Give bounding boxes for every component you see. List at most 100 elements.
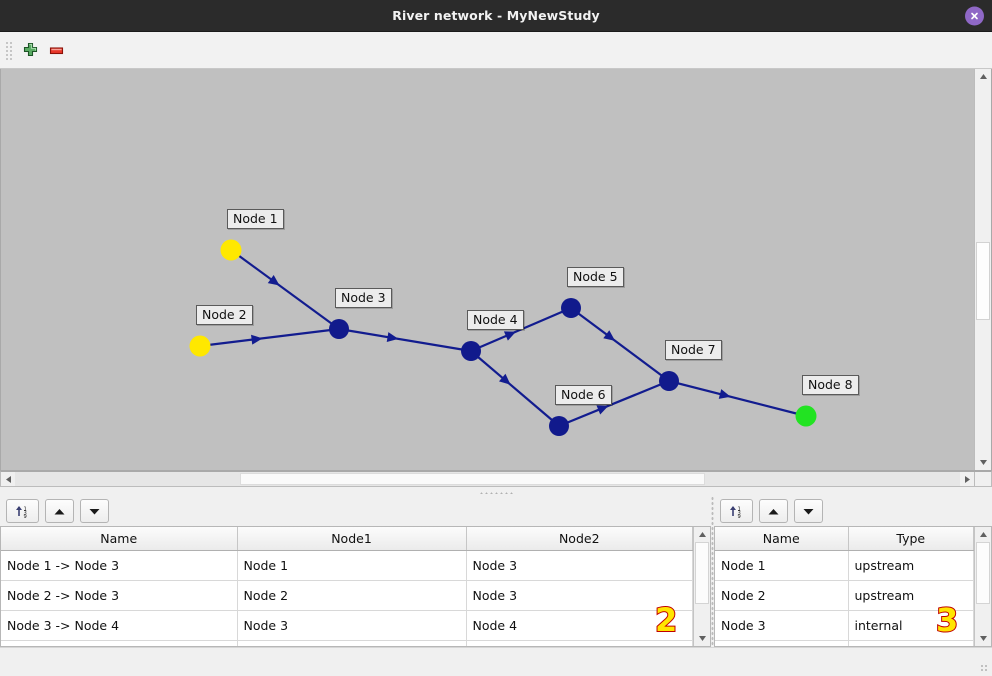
graph-edge[interactable]	[570, 307, 670, 382]
graph-edge-arrow-icon	[603, 330, 616, 341]
table-cell[interactable]: Node 3	[466, 550, 693, 581]
arrow-up-icon[interactable]	[45, 499, 74, 523]
table-cell[interactable]: Node 2	[715, 580, 849, 611]
graph-vscroll-track[interactable]	[975, 84, 991, 455]
scroll-down-icon[interactable]	[975, 455, 991, 470]
table-cell[interactable]: Node 3 -> Node 4	[1, 610, 238, 641]
graph-horizontal-scrollbar[interactable]	[0, 471, 992, 487]
toolbar-drag-handle[interactable]	[4, 40, 13, 60]
graph-vscroll-thumb[interactable]	[976, 242, 990, 320]
vertical-splitter[interactable]	[711, 496, 714, 647]
graph-node-node1[interactable]	[220, 239, 242, 261]
table-cell[interactable]: Node 5	[466, 640, 693, 646]
graph-node-label-node5[interactable]: Node 5	[567, 267, 624, 287]
graph-edge[interactable]	[230, 249, 340, 330]
arrow-down-icon[interactable]	[794, 499, 823, 523]
links-table-scrollbar[interactable]	[693, 527, 711, 646]
close-icon[interactable]	[965, 6, 984, 25]
sort-ascending-icon[interactable]: 1 3 9	[6, 499, 39, 523]
table-cell[interactable]: Node 4	[466, 610, 693, 641]
minus-remove-icon[interactable]	[43, 37, 69, 63]
sort-ascending-icon[interactable]: 1 3 9	[720, 499, 753, 523]
table-cell[interactable]: Node 4	[237, 640, 467, 646]
links-scroll-track[interactable]	[694, 542, 710, 631]
horizontal-splitter[interactable]	[0, 487, 992, 496]
graph-node-node7[interactable]	[659, 371, 679, 391]
table-cell[interactable]: upstream	[848, 550, 974, 581]
graph-edge[interactable]	[668, 379, 807, 418]
links-scroll-thumb[interactable]	[695, 542, 709, 604]
arrow-down-icon[interactable]	[80, 499, 109, 523]
scroll-up-icon[interactable]	[975, 69, 991, 84]
graph-node-node2[interactable]	[189, 335, 211, 357]
column-header-name[interactable]: Name	[1, 527, 238, 551]
graph-vertical-scrollbar[interactable]	[974, 69, 991, 470]
table-cell[interactable]: Node 2	[237, 580, 467, 611]
graph-node-label-node4[interactable]: Node 4	[467, 310, 524, 330]
graph-node-node6[interactable]	[549, 416, 569, 436]
table-cell[interactable]: internal	[848, 640, 974, 646]
graph-node-label-node2[interactable]: Node 2	[196, 305, 253, 325]
graph-node-label-node7[interactable]: Node 7	[665, 340, 722, 360]
table-cell[interactable]: Node 1	[715, 550, 849, 581]
window-resize-grip[interactable]	[980, 664, 989, 673]
table-cell[interactable]: Node 3	[715, 610, 849, 641]
scroll-right-icon[interactable]	[960, 472, 974, 486]
graph-edge[interactable]	[338, 327, 472, 353]
scroll-down-icon[interactable]	[694, 631, 710, 646]
table-cell[interactable]: Node 1 -> Node 3	[1, 550, 238, 581]
nodes-table-scrollbar[interactable]	[974, 527, 992, 646]
graph-node-node5[interactable]	[561, 298, 581, 318]
graph-edge[interactable]	[558, 379, 670, 428]
title-bar: River network - MyNewStudy	[0, 0, 992, 32]
graph-node-node4[interactable]	[461, 341, 481, 361]
table-cell[interactable]: Node 2 -> Node 3	[1, 580, 238, 611]
graph-node-node8[interactable]	[795, 405, 817, 427]
table-cell[interactable]: upstream	[848, 580, 974, 611]
column-header-type[interactable]: Type	[848, 527, 974, 551]
network-graph-canvas[interactable]: Node 1 Node 2 Node 3 Node 4 Node 5 Node 6 Node…	[1, 69, 974, 470]
table-row[interactable]: Node 4internal	[715, 640, 974, 646]
column-header-node2[interactable]: Node2	[466, 527, 693, 551]
splitter-grip	[479, 489, 513, 494]
nodes-scroll-thumb[interactable]	[976, 542, 990, 604]
graph-node-node3[interactable]	[329, 319, 349, 339]
graph-node-label-node6[interactable]: Node 6	[555, 385, 612, 405]
scroll-down-icon[interactable]	[975, 631, 991, 646]
graph-hscroll-track[interactable]	[15, 472, 960, 486]
graph-edge-arrow-icon	[498, 373, 511, 385]
graph-edge[interactable]	[199, 327, 340, 348]
graph-node-label-node8[interactable]: Node 8	[802, 375, 859, 395]
scroll-up-icon[interactable]	[694, 527, 710, 542]
table-cell[interactable]: Node 3	[466, 580, 693, 611]
nodes-scroll-track[interactable]	[975, 542, 991, 631]
scroll-up-icon[interactable]	[975, 527, 991, 542]
graph-edge[interactable]	[470, 350, 560, 427]
graph-hscroll-thumb[interactable]	[240, 473, 705, 485]
graph-edge-arrow-icon	[267, 275, 280, 286]
graph-node-label-node3[interactable]: Node 3	[335, 288, 392, 308]
table-cell[interactable]: internal	[848, 610, 974, 641]
table-cell[interactable]: Node 3	[237, 610, 467, 641]
table-cell[interactable]: Node 4	[715, 640, 849, 646]
column-header-node1[interactable]: Node1	[237, 527, 467, 551]
table-cell[interactable]: Node 4 -> Node 5	[1, 640, 238, 646]
scroll-left-icon[interactable]	[1, 472, 15, 486]
table-cell[interactable]: Node 1	[237, 550, 467, 581]
column-header-name[interactable]: Name	[715, 527, 849, 551]
arrow-up-icon[interactable]	[759, 499, 788, 523]
plus-add-icon[interactable]	[17, 37, 43, 63]
graph-node-label-node1[interactable]: Node 1	[227, 209, 284, 229]
